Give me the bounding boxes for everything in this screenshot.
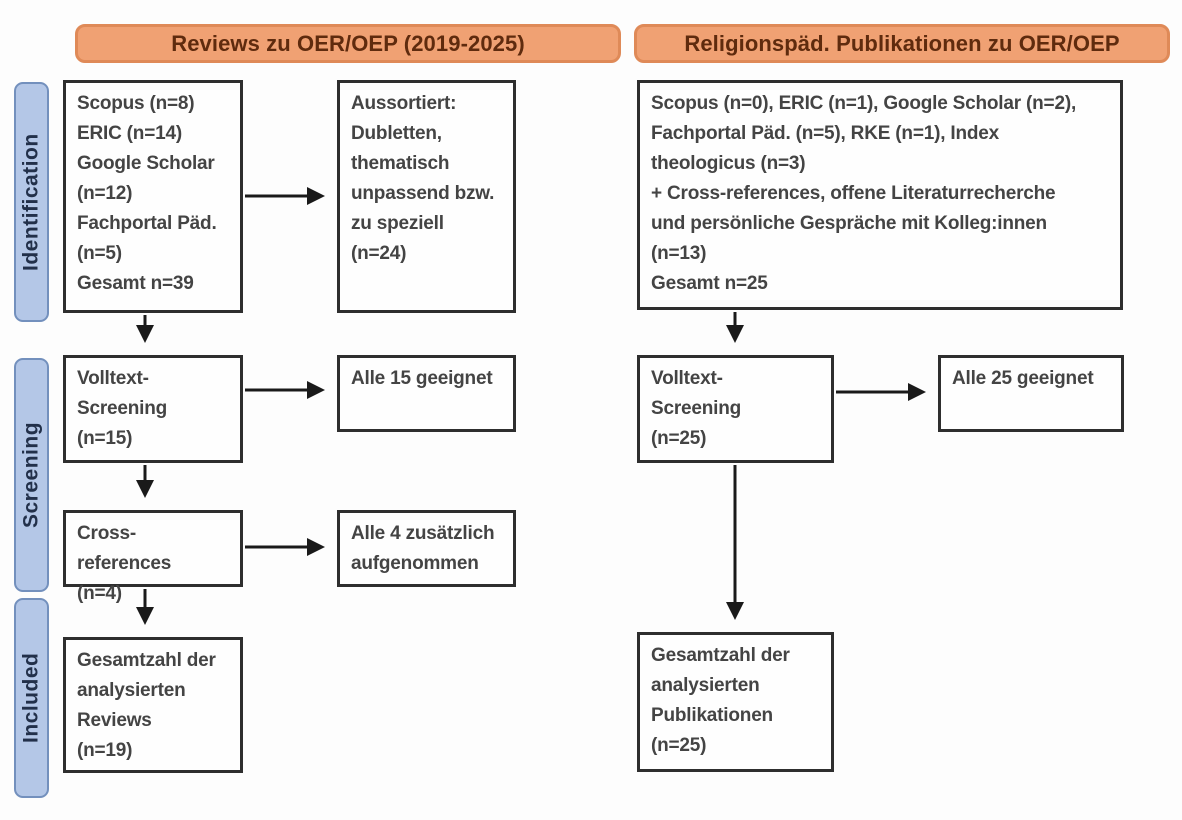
flow-box-right-fulltext-screening: Volltext- Screening (n=25): [637, 355, 834, 463]
flow-box-right-included-total: Gesamtzahl der analysierten Publikatione…: [637, 632, 834, 772]
stage-label-identification: Identification: [14, 82, 49, 322]
flow-box-left-cross-references: Cross-references (n=4): [63, 510, 243, 604]
column-header-religionspaed: Religionspäd. Publikationen zu OER/OEP: [634, 24, 1170, 63]
flow-box-left-excluded: Aussortiert: Dubletten, thematisch unpas…: [337, 80, 516, 313]
stage-label-screening: Screening: [14, 358, 49, 592]
flow-box-right-fulltext-result: Alle 25 geeignet: [938, 355, 1124, 432]
flow-box-left-sources: Scopus (n=8) ERIC (n=14) Google Scholar …: [63, 80, 243, 313]
column-header-reviews: Reviews zu OER/OEP (2019-2025): [75, 24, 621, 63]
flow-box-left-cross-references-result: Alle 4 zusätzlich aufgenommen: [337, 510, 516, 587]
stage-label-included: Included: [14, 598, 49, 798]
flow-box-left-fulltext-screening: Volltext- Screening (n=15): [63, 355, 243, 463]
flow-box-left-fulltext-result: Alle 15 geeignet: [337, 355, 516, 432]
flow-box-right-sources: Scopus (n=0), ERIC (n=1), Google Scholar…: [637, 80, 1123, 310]
flow-box-left-included-total: Gesamtzahl der analysierten Reviews (n=1…: [63, 637, 243, 773]
